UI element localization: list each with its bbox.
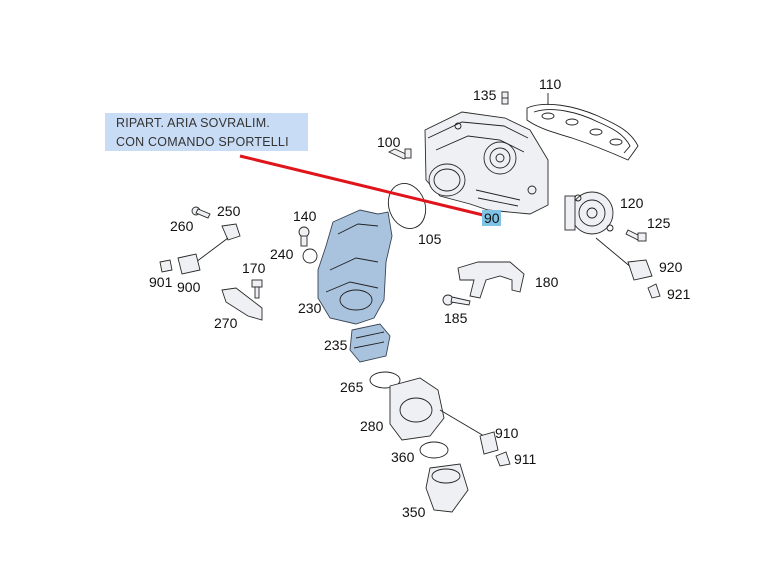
part-910-connector[interactable] xyxy=(479,431,499,455)
callout-pointer-line xyxy=(239,154,484,217)
label-90[interactable]: 90 xyxy=(484,210,500,226)
label-901[interactable]: 901 xyxy=(149,274,173,290)
label-235[interactable]: 235 xyxy=(324,337,348,353)
part-170-bolt[interactable] xyxy=(251,279,263,299)
part-920-connector[interactable] xyxy=(595,237,653,281)
label-230[interactable]: 230 xyxy=(298,300,322,316)
label-911[interactable]: 911 xyxy=(514,451,537,467)
part-180-bracket[interactable] xyxy=(457,261,525,299)
part-140-bolt[interactable] xyxy=(298,226,310,247)
label-260[interactable]: 260 xyxy=(170,218,194,234)
callout-line-2: CON COMANDO SPORTELLI xyxy=(116,135,289,149)
label-265[interactable]: 265 xyxy=(340,379,364,395)
callout-line-1: RIPART. ARIA SOVRALIM. xyxy=(116,116,270,130)
part-900-connector[interactable] xyxy=(177,253,201,275)
part-230-intake-duct[interactable] xyxy=(317,209,393,325)
part-100-bolt[interactable] xyxy=(387,148,412,160)
label-110[interactable]: 110 xyxy=(539,76,562,92)
part-250-sensor[interactable] xyxy=(195,223,241,263)
part-270-bracket[interactable] xyxy=(221,287,263,321)
part-235-sleeve[interactable] xyxy=(349,323,391,363)
part-911-pin[interactable] xyxy=(495,451,511,467)
label-120[interactable]: 120 xyxy=(620,195,644,211)
label-921[interactable]: 921 xyxy=(667,286,691,302)
label-360[interactable]: 360 xyxy=(391,449,415,465)
label-280[interactable]: 280 xyxy=(360,418,384,434)
part-240-clip[interactable] xyxy=(302,248,318,264)
label-170[interactable]: 170 xyxy=(242,260,266,276)
part-260-bolt[interactable] xyxy=(191,206,211,219)
label-240[interactable]: 240 xyxy=(270,246,294,262)
part-135-bolt[interactable] xyxy=(501,91,509,105)
label-180[interactable]: 180 xyxy=(535,274,559,290)
label-920[interactable]: 920 xyxy=(659,259,683,275)
highlight-90 xyxy=(482,210,501,226)
part-110-gasket[interactable] xyxy=(526,93,639,161)
label-250[interactable]: 250 xyxy=(217,203,241,219)
label-900[interactable]: 900 xyxy=(177,279,201,295)
part-360-o-ring[interactable] xyxy=(419,441,449,459)
part-185-bolt[interactable] xyxy=(442,294,471,306)
part-265-o-ring[interactable] xyxy=(369,371,401,389)
label-100[interactable]: 100 xyxy=(377,134,401,150)
part-901-pin[interactable] xyxy=(159,259,173,273)
part-125-bolt[interactable] xyxy=(625,229,647,242)
label-140[interactable]: 140 xyxy=(293,208,317,224)
label-910[interactable]: 910 xyxy=(495,425,519,441)
label-125[interactable]: 125 xyxy=(647,215,671,231)
label-135[interactable]: 135 xyxy=(473,87,497,103)
label-185[interactable]: 185 xyxy=(444,310,468,326)
part-90-charge-air-housing[interactable] xyxy=(424,111,549,215)
label-350[interactable]: 350 xyxy=(402,504,426,520)
part-280-throttle-housing[interactable] xyxy=(389,377,485,441)
part-921-pin[interactable] xyxy=(647,283,661,299)
callout-box: RIPART. ARIA SOVRALIM. CON COMANDO SPORT… xyxy=(105,113,308,151)
label-270[interactable]: 270 xyxy=(214,315,238,331)
part-350-flange[interactable] xyxy=(425,463,469,513)
part-120-actuator[interactable] xyxy=(564,191,614,235)
label-105[interactable]: 105 xyxy=(418,231,442,247)
